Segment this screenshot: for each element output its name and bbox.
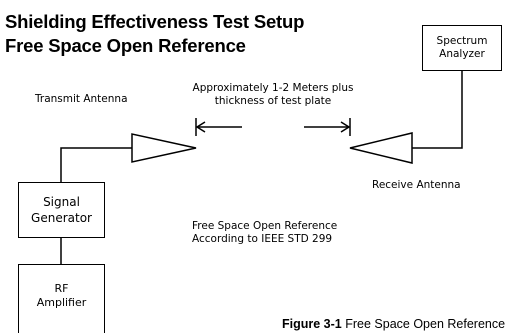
- figure-number: Figure 3-1: [282, 317, 342, 331]
- rf-amplifier-box: RF Amplifier: [18, 264, 105, 333]
- receive-antenna-icon: [349, 132, 413, 164]
- title-line-1: Shielding Effectiveness Test Setup: [5, 11, 305, 32]
- figure-caption: Figure 3-1 Free Space Open Reference: [282, 317, 505, 331]
- title-line-2: Free Space Open Reference: [5, 35, 246, 56]
- spectrum-analyzer-box: Spectrum Analyzer: [422, 25, 502, 71]
- transmit-antenna-icon: [131, 133, 197, 163]
- distance-label: Approximately 1-2 Meters plus thickness …: [182, 82, 364, 108]
- signal-generator-line-1: Signal: [43, 195, 80, 209]
- signal-generator-box: Signal Generator: [18, 182, 105, 238]
- spectrum-analyzer-line-2: Analyzer: [439, 48, 485, 60]
- distance-label-line-2: thickness of test plate: [214, 95, 332, 107]
- figure-caption-text: Free Space Open Reference: [345, 317, 506, 331]
- rf-amplifier-line-1: RF: [54, 282, 69, 295]
- diagram-title: Shielding Effectiveness Test Setup Free …: [5, 10, 304, 58]
- distance-arrow-right: [304, 121, 351, 133]
- transmit-antenna-label: Transmit Antenna: [35, 93, 128, 105]
- signal-generator-line-2: Generator: [31, 211, 92, 225]
- spectrum-analyzer-line-1: Spectrum: [436, 35, 488, 47]
- reference-note: Free Space Open Reference According to I…: [192, 220, 337, 246]
- receive-cable: [412, 70, 463, 149]
- reference-note-line-2: According to IEEE STD 299: [192, 233, 333, 245]
- receive-antenna-label: Receive Antenna: [372, 179, 461, 191]
- transmit-cable: [60, 147, 132, 182]
- reference-note-line-1: Free Space Open Reference: [192, 220, 338, 232]
- distance-label-line-1: Approximately 1-2 Meters plus: [192, 82, 354, 94]
- distance-arrow-left: [195, 121, 242, 133]
- rf-amplifier-line-2: Amplifier: [36, 296, 87, 309]
